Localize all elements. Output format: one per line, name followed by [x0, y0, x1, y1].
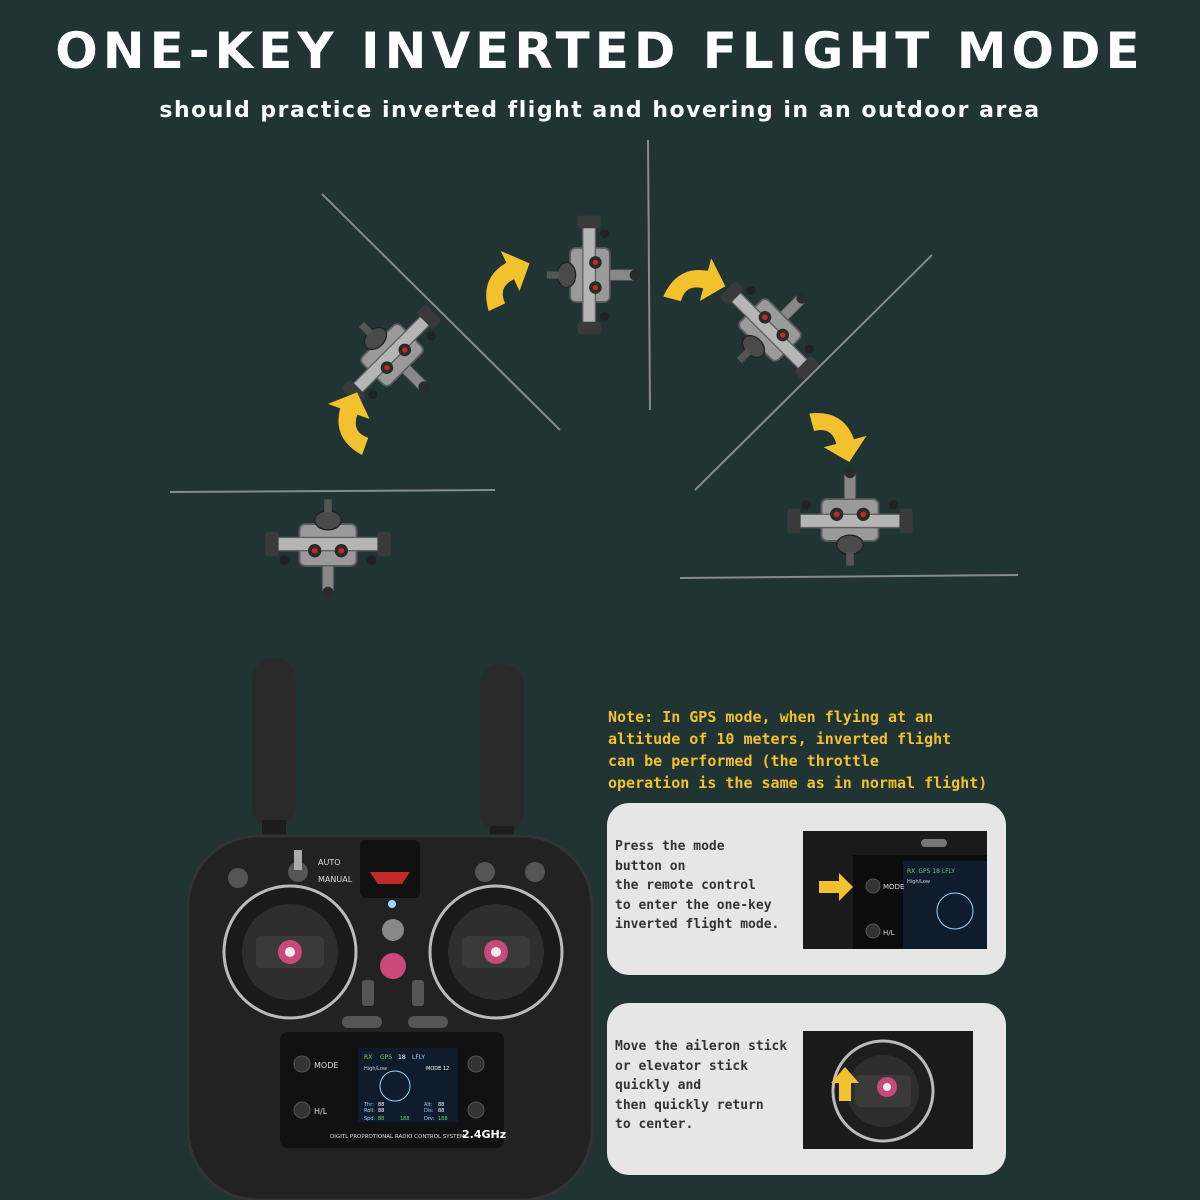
svg-text:18: 18	[398, 1054, 406, 1061]
mode-button-label: MODE	[314, 1061, 338, 1070]
svg-text:188: 188	[438, 1116, 448, 1122]
note-line: operation is the same as in normal fligh…	[608, 774, 988, 792]
remote-controller: AUTO MANUAL RX GPS 18 LFLY High/Low MODE…	[186, 658, 594, 1200]
right-arrow-icon	[819, 873, 853, 901]
mode-button-closeup: MODE H/L RX GPS 18 LFLY High/Low	[803, 831, 987, 949]
svg-text:88: 88	[378, 1116, 384, 1122]
page-subtitle: should practice inverted flight and hove…	[159, 98, 1041, 123]
helicopter-upright-start	[169, 489, 496, 600]
svg-text:Alt:: Alt:	[424, 1102, 433, 1108]
switch-manual-label: MANUAL	[318, 875, 353, 884]
flight-sequence-illustration	[169, 139, 1019, 600]
up-arrow-icon	[831, 1067, 859, 1101]
note-line: Note: In GPS mode, when flying at an	[608, 708, 934, 726]
gps-note: Note: In GPS mode, when flying at an alt…	[608, 706, 1038, 794]
svg-text:H/L: H/L	[883, 929, 895, 937]
system-label: DIGITL PROPROTIONAL RADIO CONTROL SYSTEM	[330, 1134, 465, 1140]
helicopter-tilted-left	[318, 193, 561, 434]
curved-arrow-icon	[467, 242, 541, 312]
svg-text:188: 188	[400, 1116, 410, 1122]
control-stick-closeup	[803, 1031, 987, 1149]
mode-button[interactable]	[293, 1055, 311, 1073]
curved-arrow-icon	[663, 248, 732, 312]
svg-text:GPS: GPS	[380, 1054, 392, 1061]
helicopter-sideways	[545, 139, 651, 411]
svg-text:Dis:: Dis:	[424, 1108, 434, 1114]
high-low-label: H/L	[314, 1107, 328, 1116]
step-instructions: Move the aileron stick or elevator stick…	[615, 1039, 788, 1133]
svg-text:RX: RX	[364, 1054, 372, 1061]
curved-arrow-icon	[809, 400, 872, 469]
band-label: 2.4GHz	[462, 1128, 506, 1141]
svg-text:High/Low: High/Low	[907, 879, 930, 885]
svg-text:Roll:: Roll:	[364, 1108, 375, 1114]
svg-text:Drv:: Drv:	[424, 1116, 435, 1122]
svg-text:Spd:: Spd:	[364, 1116, 376, 1122]
note-line: can be performed (the throttle	[608, 752, 879, 770]
page-title: ONE-KEY INVERTED FLIGHT MODE	[55, 22, 1145, 80]
svg-text:MODE: MODE	[883, 883, 904, 891]
helicopter-tilted-right	[694, 251, 933, 491]
svg-text:RX GPS 18 LFLY: RX GPS 18 LFLY	[907, 868, 955, 875]
svg-text:MODE 12: MODE 12	[426, 1066, 449, 1072]
step-card-mode-button: Press the mode button on the remote cont…	[607, 803, 1006, 975]
helicopter-inverted	[679, 465, 1019, 579]
center-knob[interactable]	[382, 919, 404, 941]
note-line: altitude of 10 meters, inverted flight	[608, 730, 952, 748]
step-instructions: Press the mode button on the remote cont…	[615, 839, 780, 933]
controller-screen	[358, 1048, 458, 1122]
left-control-stick[interactable]	[222, 884, 358, 1020]
step-card-stick-move: Move the aileron stick or elevator stick…	[607, 1003, 1006, 1175]
right-control-stick[interactable]	[428, 884, 564, 1020]
svg-text:88: 88	[438, 1102, 444, 1108]
svg-text:LFLY: LFLY	[412, 1054, 425, 1061]
svg-text:Thr:: Thr:	[363, 1102, 374, 1108]
left-antenna	[252, 658, 296, 828]
svg-text:88: 88	[378, 1108, 384, 1114]
right-antenna	[480, 664, 524, 834]
svg-text:88: 88	[378, 1102, 384, 1108]
svg-text:88: 88	[438, 1108, 444, 1114]
takeoff-button[interactable]	[380, 953, 406, 979]
flight-mode-switch[interactable]	[288, 850, 308, 882]
switch-auto-label: AUTO	[318, 858, 341, 867]
high-low-button[interactable]	[293, 1101, 311, 1119]
svg-text:High/Low: High/Low	[364, 1066, 387, 1072]
